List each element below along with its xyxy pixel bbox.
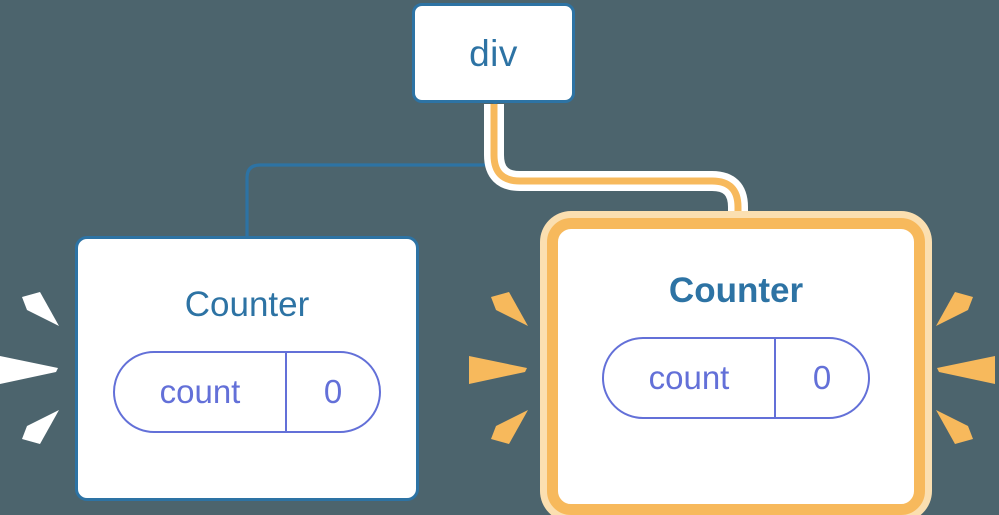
div-node-label: div — [469, 32, 518, 74]
edge-div-to-counter-left — [245, 102, 497, 240]
counter-left-state-key: count — [115, 353, 287, 431]
counter-right-state-value: 0 — [812, 359, 832, 396]
counter-node-right[interactable]: Counter count 0 — [547, 218, 925, 515]
counter-right-state-key: count — [604, 339, 776, 417]
counter-left-state-value: 0 — [323, 373, 343, 410]
div-node[interactable]: div — [412, 3, 575, 103]
counter-node-right-label: Counter — [668, 271, 804, 310]
edge-div-to-counter-right — [490, 104, 742, 234]
counter-left-state-pill: count 0 — [113, 351, 381, 433]
edge-div-to-counter-right-halo — [484, 104, 748, 234]
counter-node-left-label: Counter — [184, 285, 310, 324]
counter-node-left[interactable]: Counter count 0 — [75, 236, 419, 501]
counter-right-state-pill: count 0 — [602, 337, 870, 419]
